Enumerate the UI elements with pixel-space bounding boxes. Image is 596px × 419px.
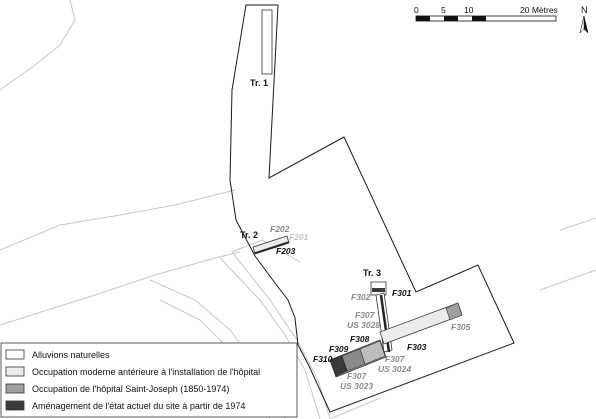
feature-f301-label: F301 — [392, 288, 412, 298]
feature-f305-patch — [445, 302, 463, 321]
north-letter: N — [581, 5, 588, 15]
legend: Alluvions naturelles Occupation moderne … — [0, 342, 298, 418]
us3028-label: US 3028 — [347, 320, 380, 330]
feature-f302-label: F302 — [351, 292, 371, 302]
feature-f310-block — [329, 355, 348, 377]
trench-1-box — [261, 9, 273, 75]
legend-label-1: Alluvions naturelles — [32, 350, 110, 360]
trench-3-label: Tr. 3 — [363, 268, 381, 278]
north-arrow: N — [579, 5, 589, 34]
legend-swatch-4 — [5, 400, 25, 411]
feature-f307-label-b: F307 — [347, 371, 368, 381]
feature-f201-label: F201 — [289, 232, 309, 242]
legend-label-3: Occupation de l'hôpital Saint-Joseph (18… — [32, 384, 229, 394]
trench-1-label: Tr. 1 — [250, 78, 268, 88]
site-boundary — [229, 4, 515, 413]
trench-2: Tr. 2 F202 F201 F203 — [240, 224, 309, 256]
feature-f203-line — [254, 241, 290, 254]
feature-f310-label: F310 — [313, 354, 333, 364]
trench-2-label: Tr. 2 — [240, 230, 258, 240]
legend-label-2: Occupation moderne antérieure à l'instal… — [32, 367, 260, 377]
trench-3: Tr. 3 F301 F302 F307 US 3028 F308 F309 F… — [313, 268, 471, 391]
scale-seg-1 — [416, 16, 430, 21]
trench-2-box — [252, 235, 290, 255]
feature-f202-label: F202 — [270, 224, 290, 234]
scale-bar: 0 5 10 20 Mètres — [414, 5, 558, 22]
trench-1: Tr. 1 — [250, 9, 273, 88]
legend-frame — [0, 342, 298, 418]
scale-tick-0: 0 — [414, 5, 419, 15]
scale-seg-2 — [444, 16, 458, 21]
scale-tick-20: 20 Mètres — [520, 5, 558, 15]
us3023-label: US 3023 — [340, 381, 373, 391]
feature-f303-label: F303 — [407, 342, 427, 352]
feature-f203-label: F203 — [276, 246, 296, 256]
legend-swatch-3 — [5, 383, 25, 394]
legend-swatch-2 — [5, 366, 25, 377]
feature-f308-block — [359, 340, 386, 365]
feature-f301-band — [372, 288, 385, 292]
us3024-label: US 3024 — [378, 364, 411, 374]
legend-swatch-1 — [5, 349, 25, 360]
legend-label-4: Aménagement de l'état actuel du site à p… — [32, 401, 245, 411]
scale-seg-3 — [472, 16, 486, 21]
feature-f308-label: F308 — [350, 334, 370, 344]
feature-f309-label: F309 — [329, 344, 349, 354]
scale-tick-5: 5 — [441, 5, 446, 15]
feature-f307-label-a: F307 — [355, 310, 376, 320]
scale-tick-10: 10 — [464, 5, 474, 15]
feature-f305-label: F305 — [451, 322, 471, 332]
feature-f307-label-c: F307 — [385, 354, 406, 364]
